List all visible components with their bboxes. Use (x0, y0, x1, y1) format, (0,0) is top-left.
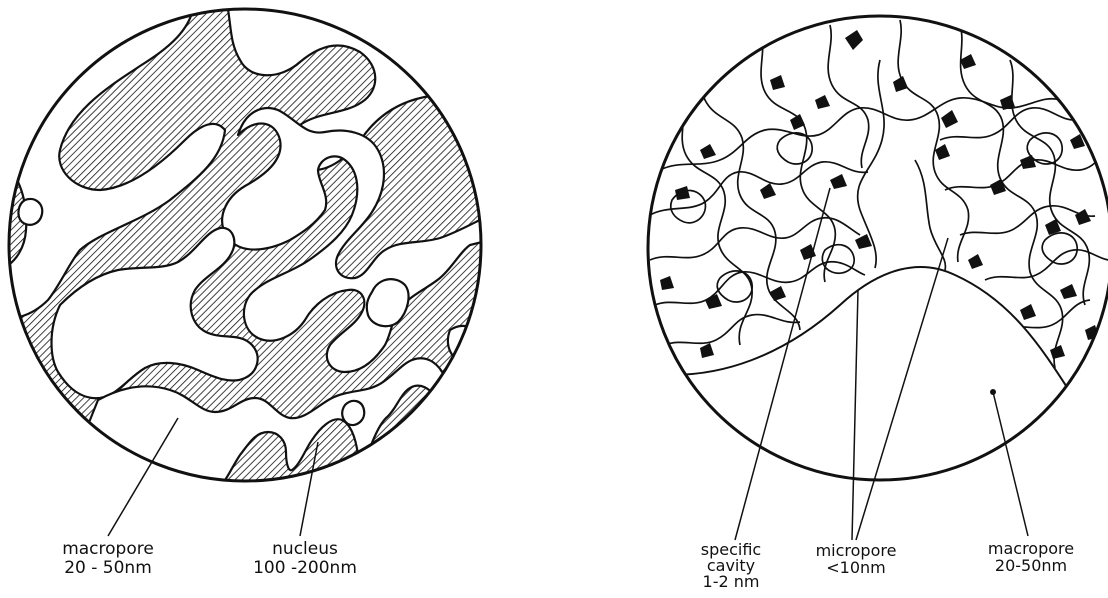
right-particle (640, 16, 1108, 520)
left-macropore-label-size: 20 - 50nm (48, 559, 168, 578)
right-macropore-label-size: 20-50nm (975, 557, 1087, 574)
nucleus-label-name: nucleus (240, 540, 370, 559)
specific-cavity-label-size: 1-2 nm (692, 574, 770, 590)
right-macropore-label: macropore 20-50nm (975, 540, 1087, 574)
left-macropore-label: macropore 20 - 50nm (48, 540, 168, 578)
micropore-label: micropore <10nm (800, 542, 912, 576)
nucleus-label-size: 100 -200nm (240, 559, 370, 578)
nucleus-label: nucleus 100 -200nm (240, 540, 370, 578)
right-macropore-label-name: macropore (975, 540, 1087, 557)
micropore-label-name: micropore (800, 542, 912, 559)
left-particle (0, 0, 500, 500)
left-macropore-label-name: macropore (48, 540, 168, 559)
specific-cavity-label: specific cavity 1-2 nm (692, 542, 770, 590)
micropore-label-size: <10nm (800, 559, 912, 576)
